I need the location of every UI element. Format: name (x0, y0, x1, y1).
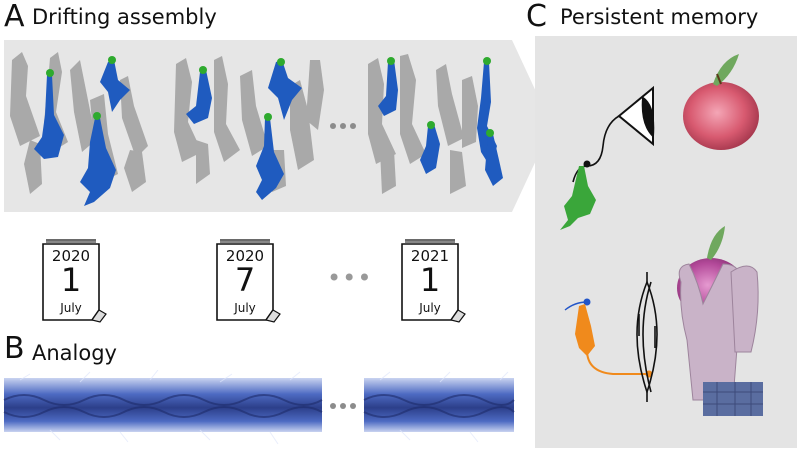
hand-holding-apple-image (677, 226, 763, 416)
calendar-card: 2020 1 July (42, 238, 108, 324)
calendar-month: July (234, 301, 256, 315)
ellipsis-dots-a (330, 123, 356, 129)
ellipsis-calendars: ••• (327, 264, 373, 292)
calendar-year: 2020 (51, 247, 91, 265)
neuron-group-2020-07-07 (174, 56, 324, 200)
calendar-day: 7 (234, 261, 256, 299)
rope-segment-long (3, 370, 323, 445)
eye-icon (617, 85, 655, 147)
sensory-neuron (560, 166, 596, 230)
calendar-card: 2021 1 July (401, 238, 467, 324)
neuron-group-2020-07-01 (10, 52, 148, 206)
muscle-icon (636, 272, 658, 402)
panel-b-title: Analogy (32, 341, 117, 365)
calendar-month: July (419, 301, 441, 315)
calendar-day: 1 (419, 261, 441, 299)
calendar-card: 2020 7 July (216, 238, 282, 324)
rope-analogy-illustration (3, 370, 515, 445)
apple-image (683, 54, 759, 150)
panel-c-letter: C (526, 0, 547, 34)
calendar-day: 1 (60, 261, 82, 299)
calendar-month: July (60, 301, 82, 315)
motor-neuron (575, 304, 595, 356)
persistent-memory-illustration (535, 36, 797, 448)
panel-a-title: Drifting assembly (32, 5, 217, 29)
panel-c-title: Persistent memory (560, 5, 759, 29)
rope-segment-short (363, 371, 515, 443)
drifting-assembly-illustration (4, 40, 552, 212)
ellipsis-dots-b (330, 403, 356, 409)
panel-a-letter: A (4, 0, 25, 34)
neuron-group-2021-07-01 (368, 54, 503, 194)
calendar-year: 2020 (225, 247, 265, 265)
calendar-year: 2021 (410, 247, 450, 265)
motor-pathway (586, 349, 649, 375)
panel-b-letter: B (4, 331, 25, 366)
